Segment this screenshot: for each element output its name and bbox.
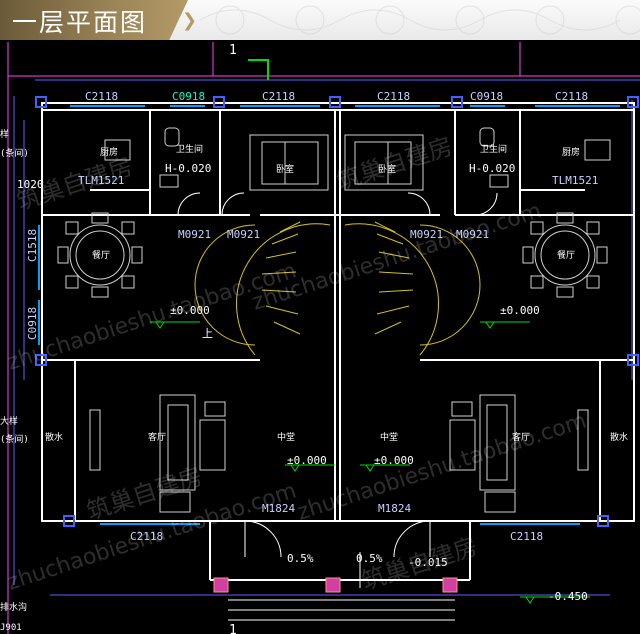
header-pattern <box>200 5 640 35</box>
dimension-label: 1020 <box>17 178 44 191</box>
window-label: C0918 <box>172 90 205 103</box>
entrance-steps <box>228 552 455 621</box>
axis-label-top: 1 <box>229 43 237 58</box>
window-label: C2118 <box>262 90 295 103</box>
window-label: C0918 <box>470 90 503 103</box>
elevation-label: ±0.000 <box>500 304 540 317</box>
slope-label: 0.5% <box>356 552 383 565</box>
window-label: C2118 <box>555 90 588 103</box>
watermark-text: zhuchaobieshu.taobao.com <box>4 258 299 375</box>
room-label-dining: 餐厅 <box>92 249 110 261</box>
page-header: 一层平面图 ❯ <box>0 0 640 40</box>
slope-label: 0.5% <box>287 552 314 565</box>
room-label-living: 客厅 <box>512 431 530 443</box>
door-label: M0921 <box>227 228 260 241</box>
room-label-living: 客厅 <box>148 431 166 443</box>
floor-plan: 1 1 1020 C2118 C0918 C2118 C2118 C0918 C… <box>0 42 640 634</box>
elevation-markers <box>150 321 590 604</box>
room-label-apron: 散水 <box>610 431 628 443</box>
side-note: 大样 <box>0 415 18 427</box>
plan-labels: 1 1 1020 C2118 C0918 C2118 C2118 C0918 C… <box>0 43 628 634</box>
window-label: C2118 <box>85 90 118 103</box>
watermarks: 筑巢自建房 zhuchaobieshu.taobao.com 筑巢自建房 zhu… <box>4 132 589 596</box>
side-note: 样 <box>0 128 9 140</box>
elevation-label: ±0.000 <box>170 304 210 317</box>
room-label-bedroom: 卧室 <box>378 163 396 175</box>
structural-columns <box>35 96 639 527</box>
elevation-label: -0.015 <box>408 556 448 569</box>
room-label-hall: 中堂 <box>380 431 398 443</box>
watermark-text: 筑巢自建房 <box>13 152 136 216</box>
room-label-bathroom: 卫生间 <box>176 143 203 155</box>
side-note: 排水沟 <box>0 601 27 613</box>
side-note: J901 <box>0 623 22 633</box>
door-label: M0921 <box>410 228 443 241</box>
bed-furniture <box>249 134 424 191</box>
window-label: C2118 <box>130 530 163 543</box>
axis-markers <box>248 59 269 80</box>
sliding-door-label: TLM1521 <box>552 174 598 187</box>
drawing-frame <box>7 42 640 634</box>
door-label: M1824 <box>262 502 295 515</box>
title-banner <box>0 0 188 40</box>
window-label: C2118 <box>377 90 410 103</box>
room-label-kitchen: 厨房 <box>100 146 118 158</box>
side-note: (条间) <box>0 147 29 159</box>
watermark-text: 筑巢自建房 <box>358 532 481 596</box>
axis-label-bottom: 1 <box>229 623 237 634</box>
side-note: (条间) <box>0 433 29 445</box>
elevation-label: ±0.000 <box>287 454 327 467</box>
fixtures <box>104 127 611 188</box>
door-label: M0921 <box>456 228 489 241</box>
stair-direction-label: 上 <box>202 327 213 340</box>
room-label-dining: 餐厅 <box>557 249 575 261</box>
watermark-text: zhuchaobieshu.taobao.com <box>249 198 544 315</box>
dimension-lines <box>13 79 640 596</box>
room-label-apron: 散水 <box>45 431 63 443</box>
sofa-furniture <box>89 394 589 513</box>
page-title: 一层平面图 <box>12 8 148 37</box>
window-marks <box>38 105 620 525</box>
chevron-right-icon: ❯ <box>182 10 198 31</box>
door-label: M0921 <box>178 228 211 241</box>
elevation-label: H-0.020 <box>165 162 211 175</box>
elevation-label: H-0.020 <box>469 162 515 175</box>
room-label-hall: 中堂 <box>277 431 295 443</box>
elevation-label: -0.450 <box>548 590 588 603</box>
staircases <box>194 221 481 356</box>
walls <box>41 102 635 581</box>
sliding-door-label: TLM1521 <box>78 174 124 187</box>
window-label: C0918 <box>26 307 39 340</box>
pillar-columns <box>213 577 458 593</box>
window-label: C2118 <box>510 530 543 543</box>
room-label-bedroom: 卧室 <box>276 163 294 175</box>
door-label: M1824 <box>378 502 411 515</box>
room-label-kitchen: 厨房 <box>562 146 580 158</box>
elevation-label: ±0.000 <box>374 454 414 467</box>
watermark-text: zhuchaobieshu.taobao.com <box>294 408 589 525</box>
room-label-bathroom: 卫生间 <box>480 143 507 155</box>
door-swings <box>177 192 498 558</box>
dining-table-furniture <box>57 212 608 298</box>
window-label: C1518 <box>26 229 39 262</box>
